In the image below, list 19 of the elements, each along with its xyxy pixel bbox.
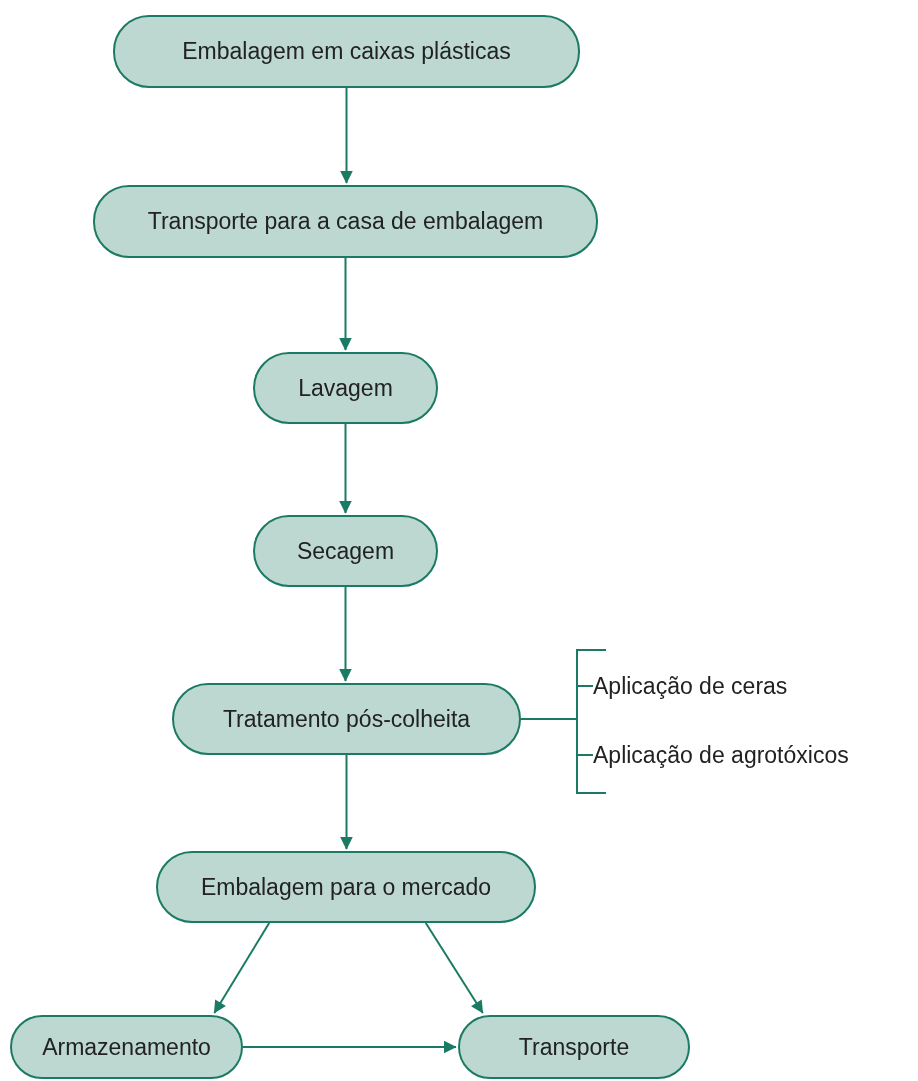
note-text: Aplicação de agrotóxicos <box>593 737 915 773</box>
arrow <box>424 922 484 1014</box>
process-box: Transporte <box>458 1015 690 1079</box>
arrow <box>339 586 352 682</box>
arrow <box>242 1040 457 1054</box>
process-box: Secagem <box>253 515 438 587</box>
process-box: Tratamento pós-colheita <box>172 683 521 755</box>
arrow <box>213 922 271 1014</box>
process-box: Embalagem em caixas plásticas <box>113 15 580 88</box>
process-box: Armazenamento <box>10 1015 243 1079</box>
process-box: Lavagem <box>253 352 438 424</box>
process-box: Embalagem para o mercado <box>156 851 536 923</box>
arrow <box>339 257 352 351</box>
connector-line <box>520 718 594 756</box>
process-box: Transporte para a casa de embalagem <box>93 185 598 258</box>
arrow <box>340 87 353 184</box>
arrow <box>340 754 353 850</box>
note-text: Aplicação de ceras <box>593 668 915 704</box>
arrow <box>339 423 352 514</box>
